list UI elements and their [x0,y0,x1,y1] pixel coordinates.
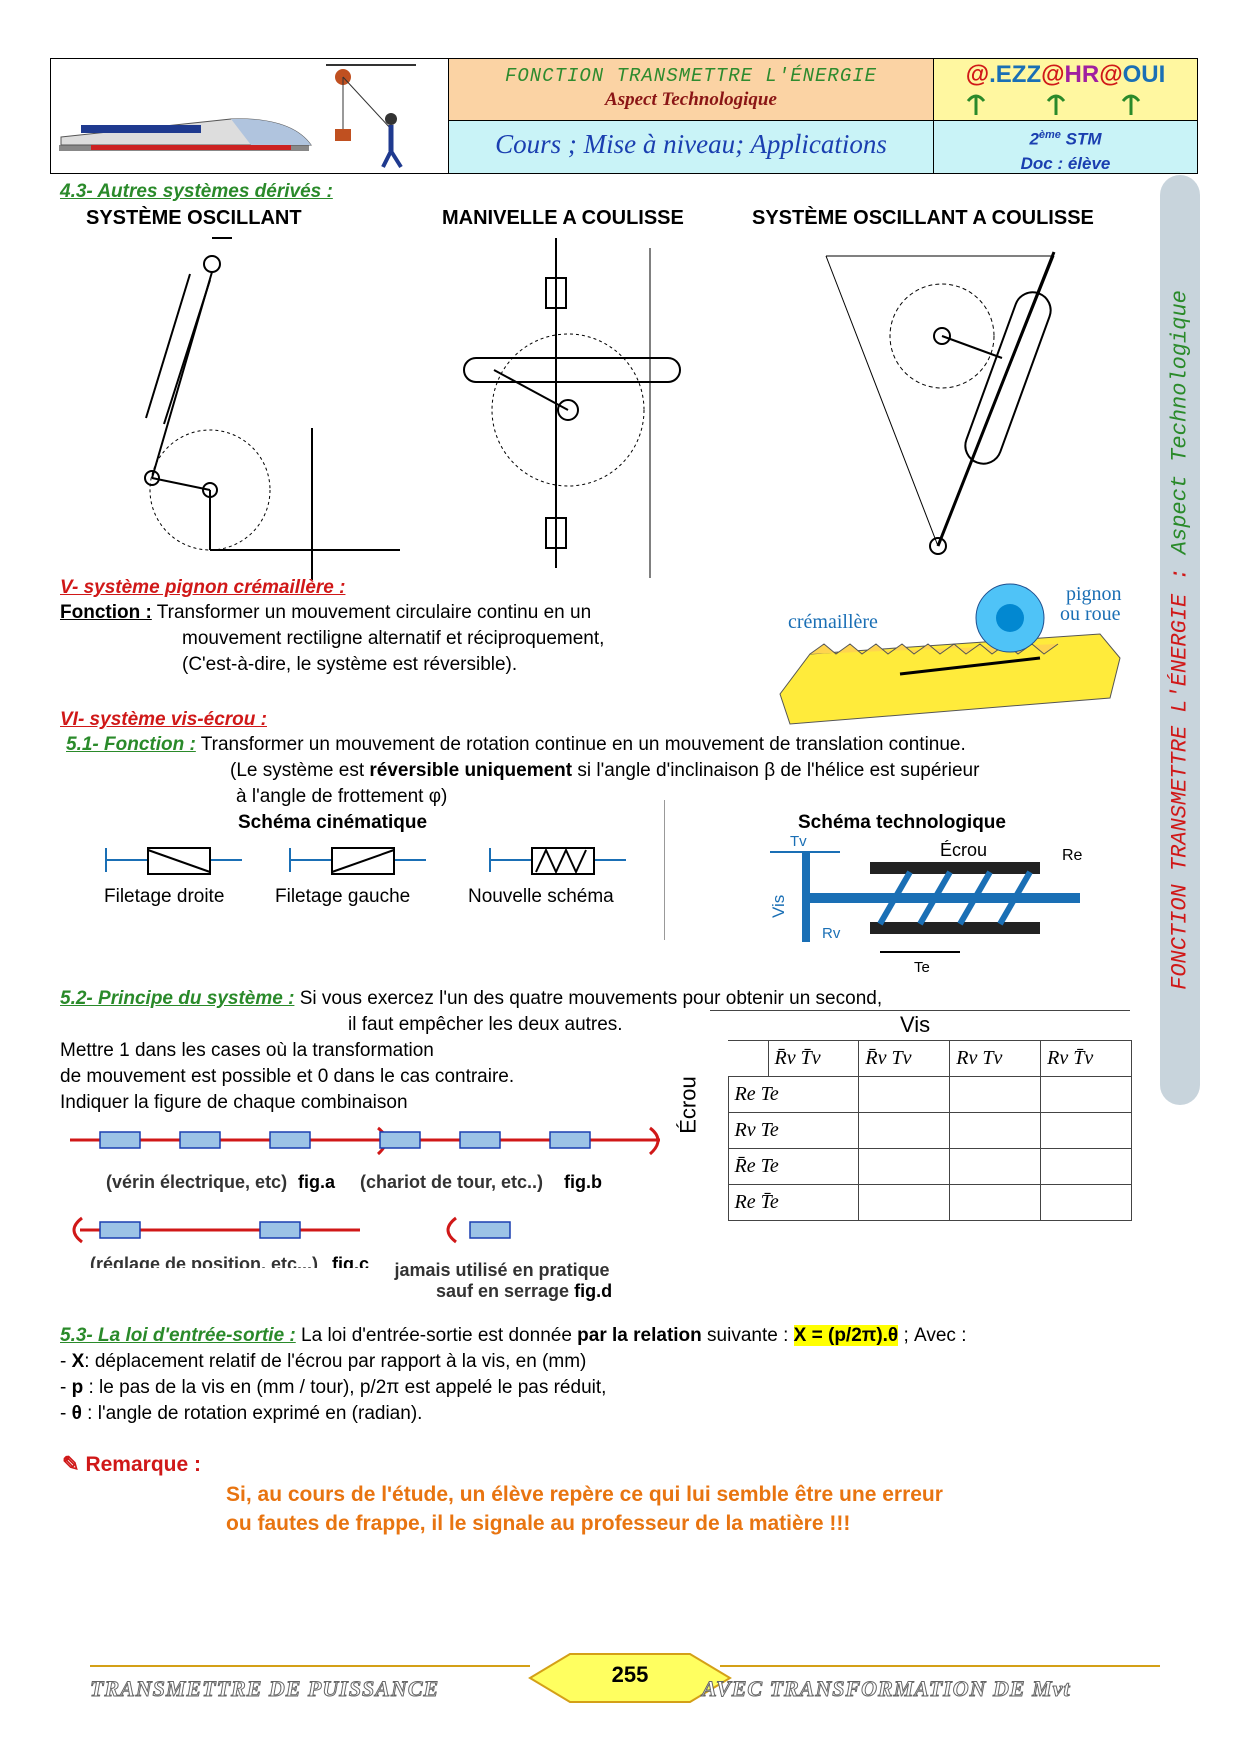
schema-technologique-title: Schéma technologique [798,812,1006,833]
author-logo: @.EZZ@HR@OUI [965,61,1166,88]
section-4-3-heading: 4.3- Autres systèmes dérivés : [60,181,333,202]
footer: 255 TRANSMETTRE DE PUISSANCE AVEC TRANSF… [89,1648,1160,1708]
table-cell[interactable] [1040,1148,1132,1185]
row-header: Rv Te [727,1112,860,1149]
remarque-line1: Si, au cours de l'étude, un élève repère… [226,1483,943,1506]
row-header: Re T̄e [727,1184,860,1221]
loi-line: 5.3- La loi d'entrée-sortie : La loi d'e… [60,1325,967,1346]
label-tv: Tv [790,833,807,850]
label-ou-roue: ou roue [1060,603,1121,625]
row-header: R̄e Te [727,1148,860,1185]
principe-line5: Indiquer la figure de chaque combinaison [60,1092,408,1113]
footer-right: AVEC TRANSFORMATION DE Mvt [702,1676,1071,1702]
header: FONCTION TRANSMETTRE L'ÉNERGIE Aspect Te… [50,58,1198,174]
table-cell[interactable] [1040,1076,1132,1113]
table-cell[interactable] [858,1076,951,1113]
figb-label: fig.b [564,1172,602,1192]
col-header: Rv T̄v [1040,1040,1132,1077]
page-number: 255 [611,1662,649,1687]
side-banner: FONCTION TRANSMETTRE L'ÉNERGIE : Aspect … [1160,175,1200,1105]
table-cell[interactable] [949,1148,1042,1185]
header-cours-cell: Cours ; Mise à niveau; Applications [449,121,934,173]
table-cell[interactable] [1040,1112,1132,1149]
schema-cinematique-title: Schéma cinématique [238,812,428,833]
table-cell[interactable] [858,1148,951,1185]
rack-pinion-image: crémaillère pignon ou roue [779,583,1122,725]
table-cell[interactable] [858,1184,951,1221]
label-vis: Vis [769,895,788,918]
table-cell[interactable] [1040,1184,1132,1221]
label-filetage-droite: Filetage droite [104,886,225,907]
figb-caption: (chariot de tour, etc..) [360,1172,543,1192]
label-filetage-gauche: Filetage gauche [275,886,411,907]
table-vis-label: Vis [900,1012,931,1037]
section-5-heading: V- système pignon crémaillère : [60,577,346,598]
label-te: Te [914,959,930,972]
principe-line1: 5.2- Principe du système : Si vous exerc… [60,988,883,1009]
vis-fonction-line1: 5.1- Fonction : Transformer un mouvement… [66,734,966,755]
table-cell[interactable] [949,1184,1042,1221]
principe-line2: il faut empêcher les deux autres. [348,1014,623,1035]
doc-label: Doc : élève [1020,153,1111,173]
side-banner-text: FONCTION TRANSMETTRE L'ÉNERGIE : Aspect … [1167,290,1193,990]
fonction-line2: mouvement rectiligne alternatif et récip… [182,628,605,649]
flower-icon [966,94,1140,115]
header-logo-cell: @.EZZ@HR@OUI [934,59,1197,121]
kinematic-symbols [105,847,626,875]
combination-figures: (vérin électrique, etc) fig.a (chariot d… [70,1126,660,1268]
label-pignon: pignon [1066,583,1122,605]
principe-line4: de mouvement est possible et 0 dans le c… [60,1066,515,1087]
label-cremaillere: crémaillère [788,611,878,633]
figc-caption: (réglage de position, etc...) [90,1254,318,1268]
label-re: Re [1062,847,1083,864]
level-label: 2ème STM [1029,129,1102,149]
row-header: Re Te [727,1076,860,1113]
label-nouvelle-schema: Nouvelle schéma [468,886,614,907]
header-subtitle: Aspect Technologique [605,89,777,110]
remarque-line2: ou fautes de frappe, il le signale au pr… [226,1512,851,1535]
header-title-cell: FONCTION TRANSMETTRE L'ÉNERGIE Aspect Te… [449,59,934,121]
figa-caption: (vérin électrique, etc) [106,1172,287,1192]
section-6-heading: VI- système vis-écrou : [60,709,267,730]
remarque-title: ✎ Remarque : [62,1453,201,1476]
def-x: - X: déplacement relatif de l'écrou par … [60,1351,587,1372]
train-pulley-icon [59,64,416,169]
fig-title-oscillant-coulisse: SYSTÈME OSCILLANT A COULISSE [752,207,1094,229]
fig-title-systeme-oscillant: SYSTÈME OSCILLANT [86,207,302,229]
figc-label: fig.c [332,1254,369,1268]
fonction-line1: Fonction : Transformer un mouvement circ… [60,602,592,623]
figa-label: fig.a [298,1172,336,1192]
header-cours: Cours ; Mise à niveau; Applications [495,129,887,159]
label-rv: Rv [822,925,841,942]
combinaison-table: R̄v T̄v R̄v Tv Rv Tv Rv T̄v Re Te Rv Te … [668,1040,1132,1221]
mechanism-diagrams [144,237,1056,580]
vis-fonction-line2: (Le système est réversible uniquement si… [230,760,980,781]
col-header: R̄v Tv [858,1040,951,1077]
header-illustration [51,59,449,173]
fonction-line3: (C'est-à-dire, le système est réversible… [182,654,518,675]
col-header: Rv Tv [949,1040,1042,1077]
tech-schema-screw-nut: Tv Rv Écrou Vis Te Re [769,833,1083,972]
table-cell[interactable] [858,1112,951,1149]
def-p: - p : le pas de la vis en (mm / tour), p… [60,1377,607,1398]
col-header: R̄v T̄v [767,1040,860,1077]
table-cell[interactable] [949,1076,1042,1113]
header-title: FONCTION TRANSMETTRE L'ÉNERGIE [504,65,878,87]
def-theta: - θ : l'angle de rotation exprimé en (ra… [60,1403,423,1424]
principe-line3: Mettre 1 dans les cases où la transforma… [60,1040,434,1061]
fig-title-manivelle-coulisse: MANIVELLE A COULISSE [442,207,684,229]
footer-lines [90,1653,1160,1703]
table-top-line [710,1010,1130,1011]
divider [664,800,665,940]
table-cell[interactable] [949,1112,1042,1149]
vis-fonction-line3: à l'angle de frottement φ) [236,786,448,807]
footer-left: TRANSMETTRE DE PUISSANCE [89,1676,440,1702]
pin-icon: ✎ [62,1453,80,1476]
formula: X = (p/2π).θ [793,1325,899,1346]
header-level-cell: 2ème STM Doc : élève [934,121,1197,173]
label-ecrou: Écrou [940,840,987,860]
